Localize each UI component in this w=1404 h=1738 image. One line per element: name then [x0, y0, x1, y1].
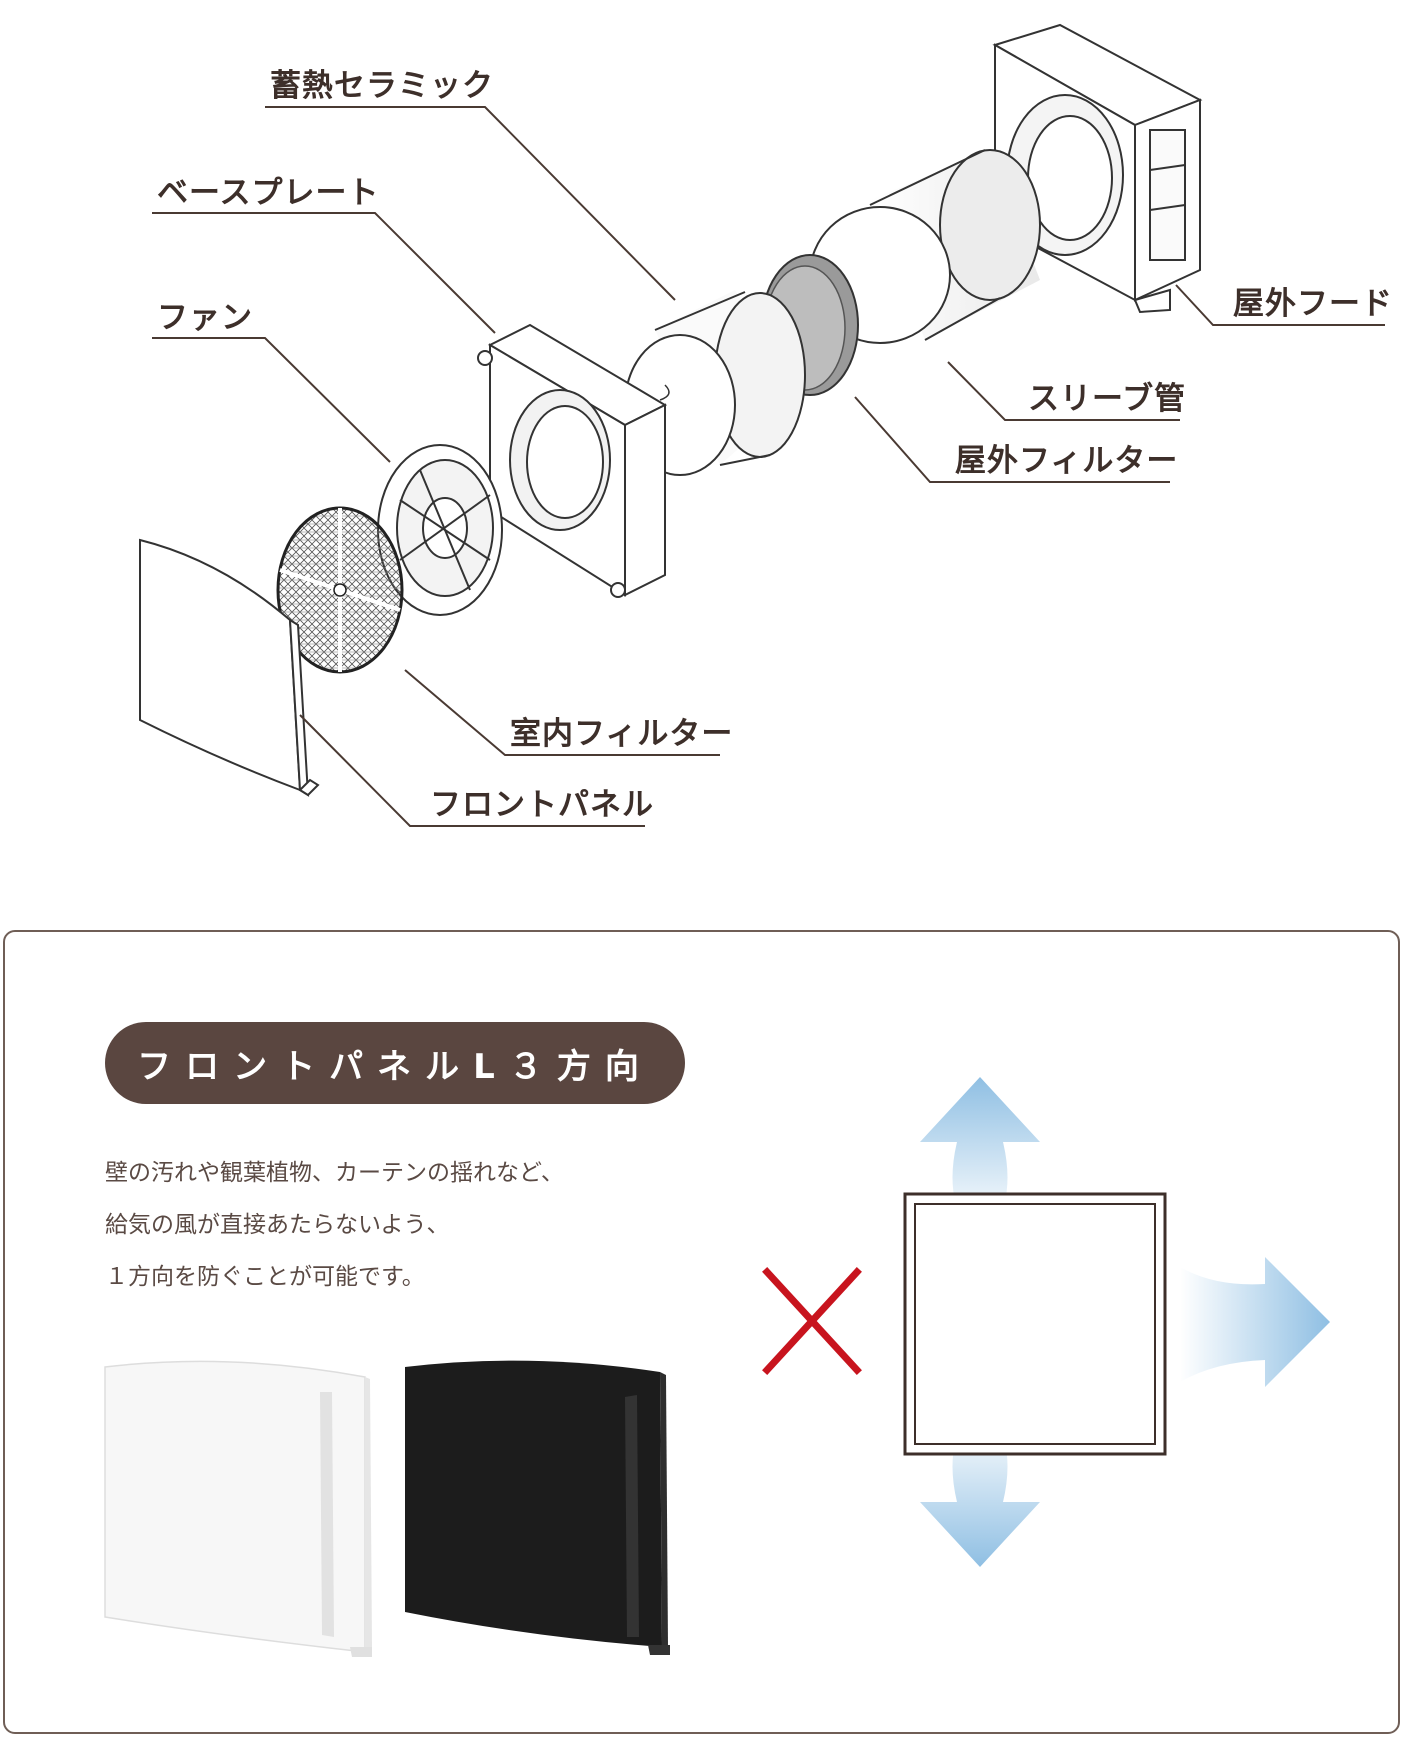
leader-base-plate [152, 212, 496, 334]
fan-drawing [377, 444, 503, 616]
arrow-up-icon [920, 1077, 1040, 1227]
leader-lines [152, 106, 1385, 827]
panel-square-inner [914, 1203, 1156, 1445]
leader-fan [152, 337, 391, 463]
label-ceramic: 蓄熱セラミック [270, 68, 494, 104]
label-sleeve: スリーブ管 [1028, 381, 1187, 417]
exploded-diagram: 蓄熱セラミック ベースプレート ファン 屋外フード スリーブ管 屋外フィルター … [139, 23, 1393, 827]
leader-ceramic [265, 106, 676, 301]
leader-outdoor-hood [1175, 284, 1385, 326]
indoor-filter-drawing [276, 506, 404, 674]
label-front-panel: フロントパネル [430, 787, 654, 823]
feature-title: フロントパネルL３方向 [105, 1022, 685, 1104]
feature-description: 壁の汚れや観葉植物、カーテンの揺れなど、 給気の風が直接あたらないよう、 １方向… [105, 1147, 564, 1303]
panel-square-outer [903, 1192, 1167, 1456]
leader-outdoor-filter [854, 396, 1170, 483]
white-panel-product [104, 1360, 372, 1657]
airflow-diagram [762, 1077, 1330, 1567]
black-panel-product [405, 1360, 670, 1655]
front-panel-drawing [139, 538, 320, 797]
arrow-down-icon [920, 1417, 1040, 1567]
diagram-illustration [139, 23, 1385, 827]
feature-panel: フロントパネルL３方向 壁の汚れや観葉植物、カーテンの揺れなど、 給気の風が直接… [3, 930, 1400, 1734]
leader-sleeve [947, 361, 1180, 421]
arrow-right-icon [1180, 1257, 1330, 1387]
product-images [104, 1360, 670, 1657]
label-outdoor-filter: 屋外フィルター [955, 443, 1179, 479]
description-line-1: 壁の汚れや観葉植物、カーテンの揺れなど、 [105, 1160, 564, 1186]
description-line-2: 給気の風が直接あたらないよう、 [105, 1212, 450, 1238]
label-outdoor-hood: 屋外フード [1233, 286, 1393, 322]
leader-indoor-filter [404, 669, 720, 756]
label-indoor-filter: 室内フィルター [510, 716, 734, 752]
label-base-plate: ベースプレート [157, 175, 380, 211]
sleeve-pipe-drawing [809, 149, 1041, 344]
label-fan: ファン [157, 300, 253, 336]
leader-front-panel [299, 714, 645, 827]
base-plate-drawing [477, 323, 668, 598]
blocked-cross-icon [762, 1267, 862, 1375]
description-line-3: １方向を防ぐことが可能です。 [105, 1264, 425, 1290]
